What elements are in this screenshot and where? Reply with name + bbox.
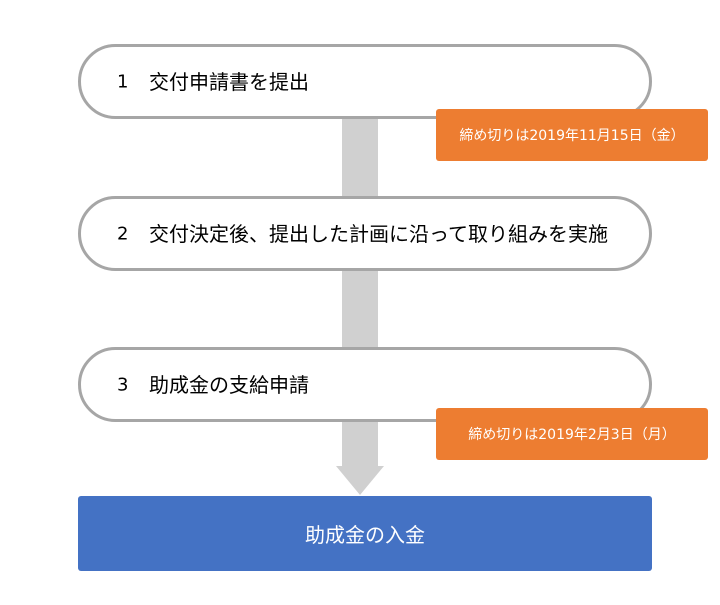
connector-3 xyxy=(342,421,378,467)
step-text: 交付申請書を提出 xyxy=(149,69,309,94)
deadline-badge-1: 締め切りは2019年11月15日（金） xyxy=(436,109,708,161)
deadline-badge-2: 締め切りは2019年2月3日（月） xyxy=(436,408,708,460)
step-1: 1 交付申請書を提出 xyxy=(78,44,652,119)
step-number: 3 xyxy=(117,374,129,395)
step-text: 交付決定後、提出した計画に沿って取り組みを実施 xyxy=(149,221,608,246)
step-2: 2 交付決定後、提出した計画に沿って取り組みを実施 xyxy=(78,196,652,271)
step-3: 3 助成金の支給申請 xyxy=(78,347,652,422)
step-number: 2 xyxy=(117,223,129,244)
step-text: 助成金の支給申請 xyxy=(149,372,309,397)
arrow-down-icon xyxy=(336,466,384,495)
connector-1 xyxy=(342,118,378,198)
final-step-payment: 助成金の入金 xyxy=(78,496,652,571)
step-number: 1 xyxy=(117,71,129,92)
connector-2 xyxy=(342,270,378,350)
